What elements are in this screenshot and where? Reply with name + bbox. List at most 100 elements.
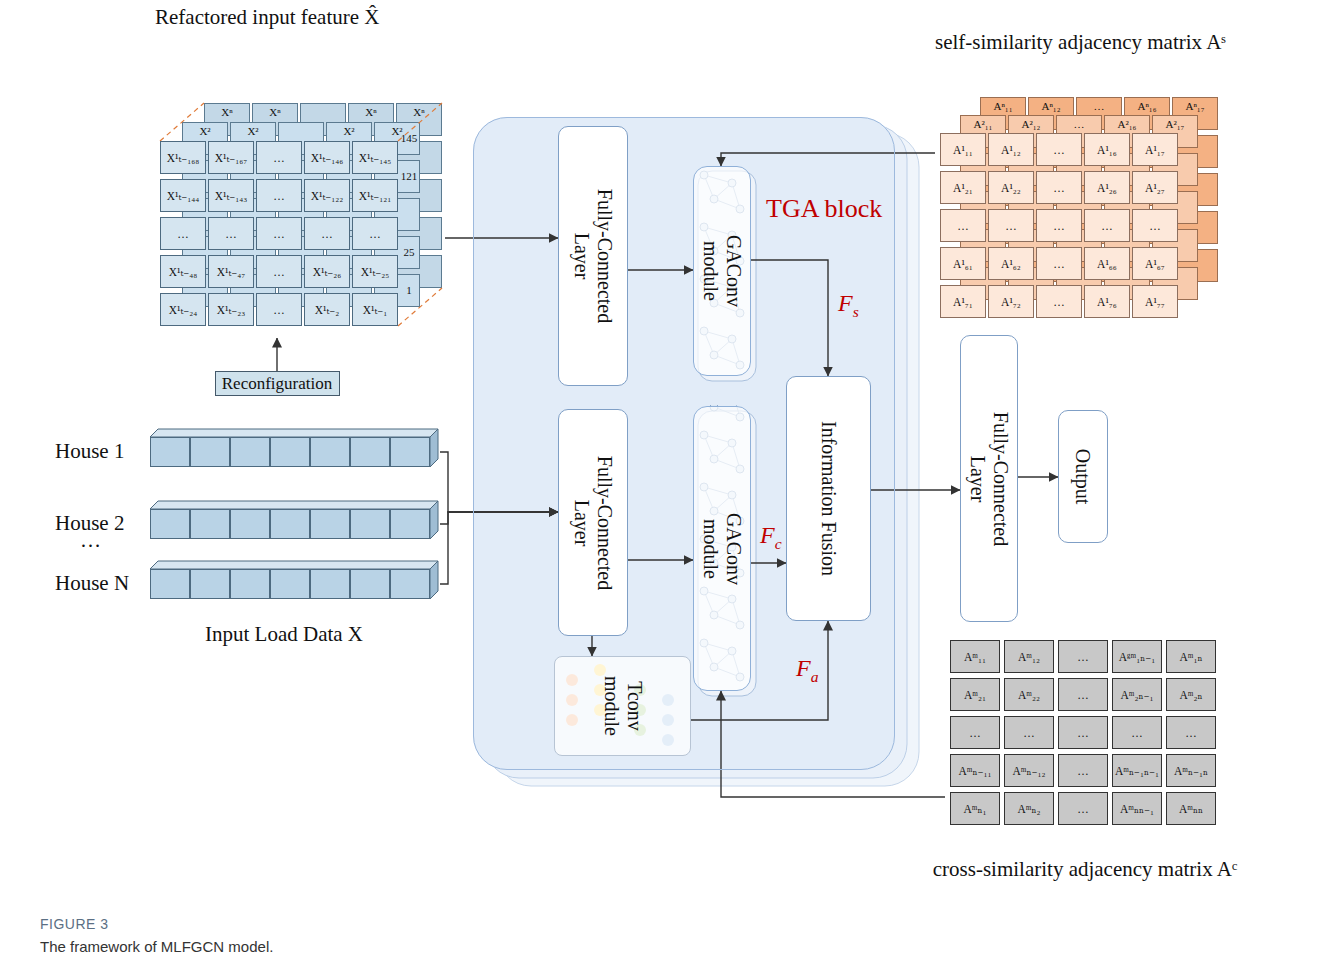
flow-label: Fs: [838, 290, 859, 321]
cell-value: Aᵐₙ₋₁ₙ₋₁: [1115, 764, 1159, 778]
matrix-cell: Aᵐₙₙ₋₁: [1112, 792, 1162, 825]
flow-arrow: [751, 562, 786, 563]
matrix-cell: A¹₆₇: [1132, 247, 1178, 280]
flow-label-index: a: [811, 668, 819, 685]
matrix-cell: A¹₁₆: [1084, 133, 1130, 166]
cell-value: Aᵐ₁ₙ: [1180, 650, 1203, 664]
cell-value: X¹ₜ₋₁₂₂: [311, 189, 344, 203]
flow-arrow: [871, 489, 960, 490]
flow-label: Fa: [796, 655, 818, 686]
cell-value: …: [273, 190, 285, 202]
box-label: Reconfiguration: [222, 374, 332, 394]
cell-value: X¹ₜ₋₁₄₃: [215, 189, 248, 203]
cell-value: X¹ₜ₋₁₆₈: [167, 151, 200, 165]
cell-value: A¹₇₇: [1145, 296, 1165, 308]
cell-value: …: [225, 228, 237, 240]
matrix-cell: …: [1058, 640, 1108, 673]
matrix-cell: …: [1058, 716, 1108, 749]
matrix-cell: A¹₁₂: [988, 133, 1034, 166]
ellipsis: …: [80, 528, 101, 553]
cell-value: Aᵐ₂₁: [964, 689, 986, 701]
cell-value: X¹ₜ₋₁₄₄: [167, 189, 200, 203]
matrix-cell: A¹₆₆: [1084, 247, 1130, 280]
matrix-cell: …: [1036, 133, 1082, 166]
matrix-cell: …: [208, 217, 254, 250]
cell-value: A¹₁₁: [953, 144, 973, 156]
cell-value: X¹ₜ₋₂₄: [169, 303, 198, 317]
matrix-cell: …: [256, 217, 302, 250]
cell-value: Aᵐₙₙ: [1179, 802, 1203, 816]
module-box: Tconv module: [554, 656, 691, 756]
graph-art: [692, 165, 750, 375]
cell-value: A¹₂₂: [1001, 182, 1021, 194]
matrix-cell: …: [1036, 171, 1082, 204]
cell-value: …: [273, 304, 285, 316]
house-series-bar: [150, 561, 438, 599]
matrix-cell: …: [304, 217, 350, 250]
figure-number: FIGURE 3: [40, 916, 109, 932]
cell-value: A¹₁₇: [1145, 144, 1165, 156]
layer-label: A²₁₇: [1152, 115, 1198, 133]
cell-value: …: [1053, 182, 1065, 194]
matrix-cell: Aᵐ₁₁: [950, 640, 1000, 673]
matrix-cell: A¹₆₂: [988, 247, 1034, 280]
matrix-cell: …: [1084, 209, 1130, 242]
matrix-cell: Aᵐ₂₂: [1004, 678, 1054, 711]
cell-value: A¹₁₂: [1001, 144, 1021, 156]
matrix-cell: X¹ₜ₋₁₂₂: [304, 179, 350, 212]
house-series: House 1: [55, 425, 440, 470]
matrix-cell: …: [256, 179, 302, 212]
cell-value: Aᵐₙ₋₁₁: [959, 764, 992, 778]
flow-label-index: s: [853, 303, 859, 320]
matrix-stack: self-similarity adjacency matrix Aˢ A¹₁₁ A…: [935, 30, 1225, 322]
matrix-cell: A¹₇₆: [1084, 285, 1130, 318]
matrix-title: self-similarity adjacency matrix Aˢ: [935, 30, 1225, 55]
matrix-cell: …: [1132, 209, 1178, 242]
cell-value: Aᵐ₁₂: [1018, 651, 1040, 663]
matrix-cell: Aᵐ₁ₙ: [1166, 640, 1216, 673]
cell-value: X¹ₜ₋₄₈: [169, 265, 198, 279]
cell-value: …: [1077, 651, 1089, 663]
matrix-cell: Aᵐₙ₋₁ₙ: [1166, 754, 1216, 787]
cell-value: A¹₂₆: [1097, 182, 1117, 194]
cell-value: Aᵐₙₙ₋₁: [1120, 802, 1154, 816]
matrix-cell: A¹₂₂: [988, 171, 1034, 204]
block-frame: TGA blockFully-Connected LayerGAConv mod…: [473, 117, 895, 770]
cell-value: Aᵐ₂ₙ₋₁: [1121, 688, 1154, 702]
matrix-cell: X¹ₜ₋₁₄₆: [304, 141, 350, 174]
matrix-cell: X¹ₜ₋₁₂₁: [352, 179, 398, 212]
cell-value: …: [1149, 220, 1161, 232]
layer-label: X²: [230, 122, 276, 141]
matrix-cell: X¹ₜ₋₄₇: [208, 255, 254, 288]
matrix-cell: A¹₁₁: [940, 133, 986, 166]
layer-label: Xⁿ: [348, 103, 394, 122]
matrix-cell: X¹ₜ₋₄₈: [160, 255, 206, 288]
cell-value: …: [1053, 296, 1065, 308]
matrix-cell: …: [950, 716, 1000, 749]
matrix-cell: Aᵐ₁₂: [1004, 640, 1054, 673]
cell-value: X¹ₜ₋₁₆₇: [215, 151, 248, 165]
flow-arrow: [628, 559, 693, 560]
layer-index: 121: [398, 160, 420, 193]
layer-label: Xⁿ: [396, 103, 442, 122]
flow-label-index: c: [775, 535, 782, 552]
layer-box: Fully-Connected Layer: [558, 409, 628, 636]
matrix-cell: …: [1166, 716, 1216, 749]
cell-value: …: [1077, 727, 1089, 739]
series-name: House N: [55, 571, 129, 596]
cell-value: X¹ₜ₋₁₂₁: [359, 189, 392, 203]
matrix-cell: A¹₇₁: [940, 285, 986, 318]
matrix-cell: A¹₇₂: [988, 285, 1034, 318]
matrix-cell: …: [160, 217, 206, 250]
house-series-bar: [150, 429, 438, 467]
cell-value: Aᵐₙ₋₁ₙ: [1174, 764, 1208, 778]
flow-arrow: [276, 338, 277, 371]
matrix-cell: Aᵐₙ₋₁₂: [1004, 754, 1054, 787]
matrix-cell: Aᵐₙ₋₁ₙ₋₁: [1112, 754, 1162, 787]
matrix-title: cross-similarity adjacency matrix Aᶜ: [885, 857, 1285, 882]
cell-value: …: [177, 228, 189, 240]
flow-arrow: [751, 260, 828, 376]
cell-value: …: [1053, 144, 1065, 156]
cell-value: A¹₂₁: [953, 182, 973, 194]
flow-arrow: [721, 153, 935, 166]
